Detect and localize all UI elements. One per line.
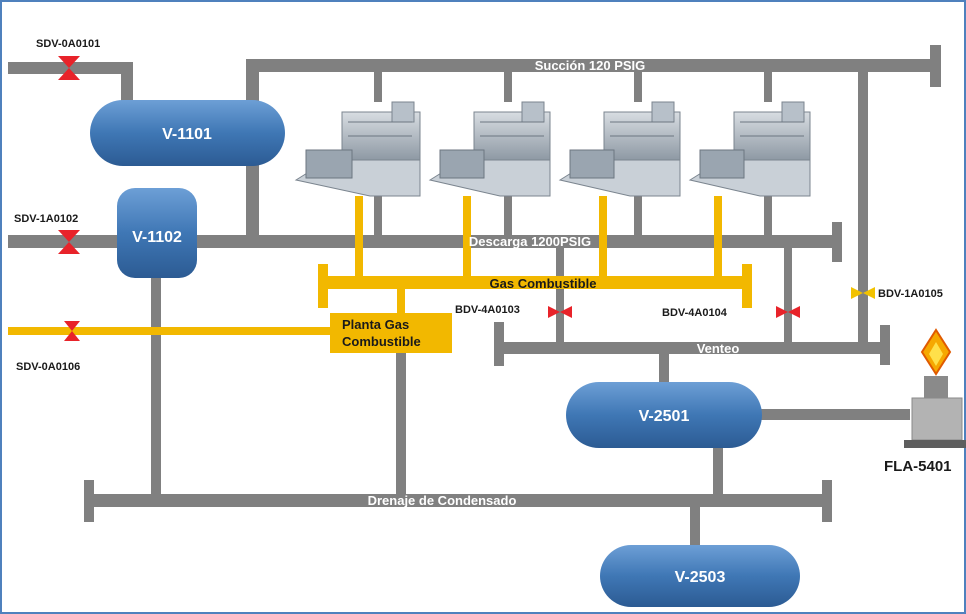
compressor-4[interactable] — [688, 101, 811, 197]
discharge-header-pipe — [8, 235, 838, 248]
fuel-gas-header-pipe — [318, 276, 748, 289]
vessel-v2503-label: V-2503 — [675, 569, 726, 586]
gray-piping — [8, 45, 941, 552]
fuel-gas-plant[interactable]: Planta Gas Combustible — [330, 313, 452, 353]
fuel-gas-piping — [8, 196, 752, 335]
compressor-2[interactable] — [428, 101, 551, 197]
valve-bdv-4a0103[interactable] — [548, 306, 572, 318]
vessel-v2501-label: V-2501 — [639, 408, 690, 425]
flare-label: FLA-5401 — [884, 458, 952, 475]
vessel-v1101[interactable]: V-1101 — [90, 100, 285, 166]
vessel-v2501[interactable]: V-2501 — [566, 382, 762, 448]
suction-header-label: Succión 120 PSIG — [535, 58, 646, 73]
valve-bdv-1a0105[interactable] — [851, 287, 875, 299]
discharge-header-label: Descarga 1200PSIG — [469, 234, 591, 249]
compressor-3[interactable] — [558, 101, 681, 197]
valve-bdv-4a0103-label: BDV-4A0103 — [455, 304, 520, 316]
compressor-1[interactable] — [294, 101, 421, 197]
drain-header-label: Drenaje de Condensado — [368, 493, 517, 508]
flare-stack[interactable] — [904, 328, 966, 448]
valve-sdv-0a0101-label: SDV-0A0101 — [36, 38, 100, 50]
vessel-v1101-label: V-1101 — [162, 126, 212, 143]
valve-sdv-0a0101[interactable] — [58, 56, 80, 80]
vent-header-pipe — [496, 342, 886, 354]
fuel-gas-header-label: Gas Combustible — [490, 276, 597, 291]
valve-bdv-1a0105-label: BDV-1A0105 — [878, 288, 943, 300]
valve-sdv-1a0102[interactable] — [58, 230, 80, 254]
vent-header-label: Venteo — [697, 341, 740, 356]
fuel-gas-inlet-pipe — [8, 327, 334, 335]
valve-sdv-1a0102-label: SDV-1A0102 — [14, 213, 78, 225]
fuel-gas-plant-label-2: Combustible — [342, 334, 421, 349]
vessel-v1102[interactable]: V-1102 — [117, 188, 197, 278]
vessel-v2503[interactable]: V-2503 — [600, 545, 800, 607]
drain-header-pipe — [88, 494, 826, 507]
valve-sdv-0a0106-label: SDV-0A0106 — [16, 361, 80, 373]
valve-bdv-4a0104[interactable] — [776, 306, 800, 318]
valve-sdv-0a0106[interactable] — [64, 321, 80, 341]
fuel-gas-plant-label-1: Planta Gas — [342, 317, 409, 332]
valve-bdv-4a0104-label: BDV-4A0104 — [662, 307, 728, 319]
vessel-v1102-label: V-1102 — [132, 229, 182, 246]
suction-header-pipe — [246, 59, 936, 72]
